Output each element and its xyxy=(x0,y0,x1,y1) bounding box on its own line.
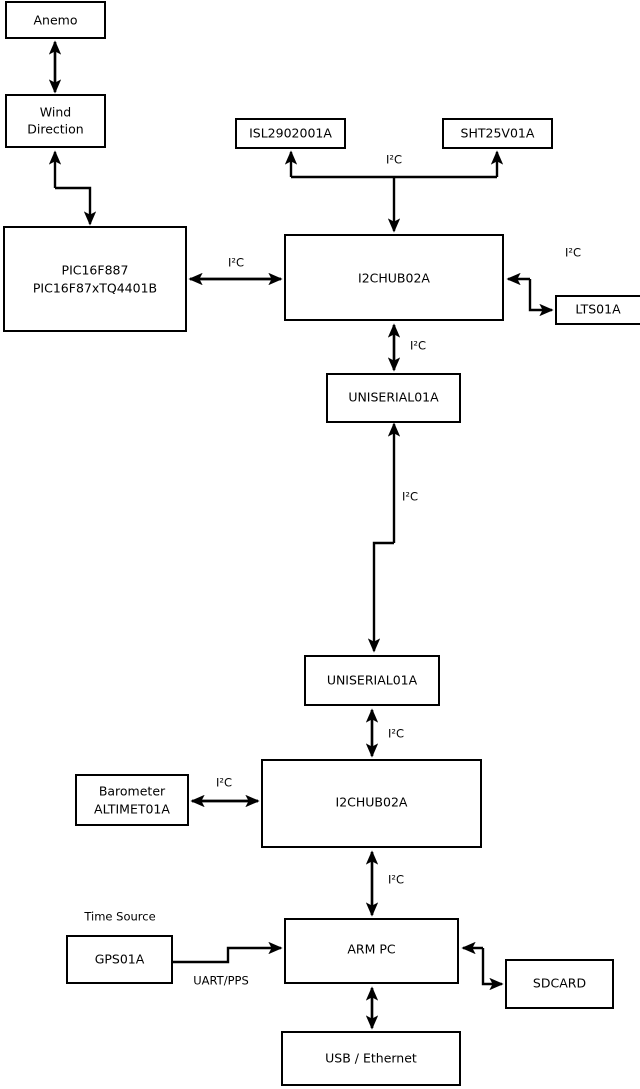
node-anemo[interactable]: Anemo xyxy=(5,1,106,39)
node-pic-mcu-label-line2: PIC16F87xTQ4401B xyxy=(33,281,157,296)
node-barometer[interactable]: Barometer ALTIMET01A xyxy=(75,774,189,826)
node-isl2902001a-label: ISL2902001A xyxy=(249,126,332,141)
node-i2chub02a-top-label: I2CHUB02A xyxy=(358,271,430,286)
node-lts01a-label: LTS01A xyxy=(575,302,621,317)
edge-label-uniserial-to-hub-bottom: I²C xyxy=(388,727,404,741)
node-wind-direction-rect[interactable] xyxy=(5,94,106,148)
node-wind-direction-label-line2: Direction xyxy=(27,122,83,137)
node-arm-pc[interactable]: ARM PC xyxy=(284,918,459,984)
node-barometer-label-line2: ALTIMET01A xyxy=(94,802,170,817)
node-arm-pc-label: ARM PC xyxy=(347,942,396,957)
node-i2chub02a-top-rect[interactable] xyxy=(284,234,504,321)
edge-label-hub-to-lts: I²C xyxy=(565,246,581,260)
node-anemo-label: Anemo xyxy=(34,13,78,28)
node-gps01a-rect[interactable] xyxy=(66,935,173,984)
node-usb-ethernet[interactable]: USB / Ethernet xyxy=(281,1031,461,1086)
edge-label-gps-to-arm: UART/PPS xyxy=(193,974,249,988)
edge-label-pic-to-hub: I²C xyxy=(228,256,244,270)
node-i2chub02a-top[interactable]: I2CHUB02A xyxy=(284,234,504,321)
edge-label-hub-bottom-to-arm: I²C xyxy=(388,873,404,887)
node-isl2902001a-rect[interactable] xyxy=(235,118,346,149)
node-sht25v01a[interactable]: SHT25V01A xyxy=(442,118,553,149)
node-sht25v01a-label: SHT25V01A xyxy=(461,126,535,141)
edge-label-sensors-bus: I²C xyxy=(386,153,402,167)
node-uniserial01a-top-label: UNISERIAL01A xyxy=(348,390,439,405)
node-sdcard-label: SDCARD xyxy=(533,976,586,991)
node-anemo-rect[interactable] xyxy=(5,1,106,39)
connector-pic-wind-leg xyxy=(55,186,97,226)
node-sdcard[interactable]: SDCARD xyxy=(505,959,614,1009)
node-gps01a-label: GPS01A xyxy=(95,952,145,967)
node-isl2902001a[interactable]: ISL2902001A xyxy=(235,118,346,149)
node-uniserial01a-bottom-label: UNISERIAL01A xyxy=(327,673,418,688)
node-uniserial01a-bottom[interactable]: UNISERIAL01A xyxy=(304,655,440,706)
node-usb-ethernet-label: USB / Ethernet xyxy=(325,1051,417,1066)
node-pic-mcu-rect[interactable] xyxy=(3,226,187,332)
node-gps01a[interactable]: GPS01A xyxy=(66,935,173,984)
connector-uniserial-link-down xyxy=(367,541,394,653)
node-barometer-label-line1: Barometer xyxy=(99,784,166,799)
node-lts01a[interactable]: LTS01A xyxy=(555,295,640,325)
node-i2chub02a-bottom-rect[interactable] xyxy=(261,759,482,848)
node-pic-mcu-label-line1: PIC16F887 xyxy=(62,263,129,278)
node-i2chub02a-bottom-label: I2CHUB02A xyxy=(336,795,408,810)
edge-label-uniserial-link: I²C xyxy=(402,490,418,504)
node-i2chub02a-bottom[interactable]: I2CHUB02A xyxy=(261,759,482,848)
node-wind-direction-label-line1: Wind xyxy=(40,105,71,120)
edge-label-barometer-to-hub: I²C xyxy=(216,776,232,790)
connector-hub-to-lts xyxy=(528,279,554,317)
label-time-source: Time Source xyxy=(83,910,155,924)
node-arm-pc-rect[interactable] xyxy=(284,918,459,984)
node-uniserial01a-top[interactable]: UNISERIAL01A xyxy=(326,373,461,423)
node-sht25v01a-rect[interactable] xyxy=(442,118,553,149)
node-usb-ethernet-rect[interactable] xyxy=(281,1031,461,1086)
node-uniserial01a-top-rect[interactable] xyxy=(326,373,461,423)
node-wind-direction[interactable]: Wind Direction xyxy=(5,94,106,148)
connector-gps-arm xyxy=(172,941,283,964)
edge-label-hub-to-uniserial: I²C xyxy=(410,339,426,353)
connector-arm-to-sdcard xyxy=(481,948,504,991)
node-uniserial01a-bottom-rect[interactable] xyxy=(304,655,440,706)
node-pic-mcu[interactable]: PIC16F887 PIC16F87xTQ4401B xyxy=(3,226,187,332)
node-barometer-rect[interactable] xyxy=(75,774,189,826)
node-sdcard-rect[interactable] xyxy=(505,959,614,1009)
node-lts01a-rect[interactable] xyxy=(555,295,640,325)
